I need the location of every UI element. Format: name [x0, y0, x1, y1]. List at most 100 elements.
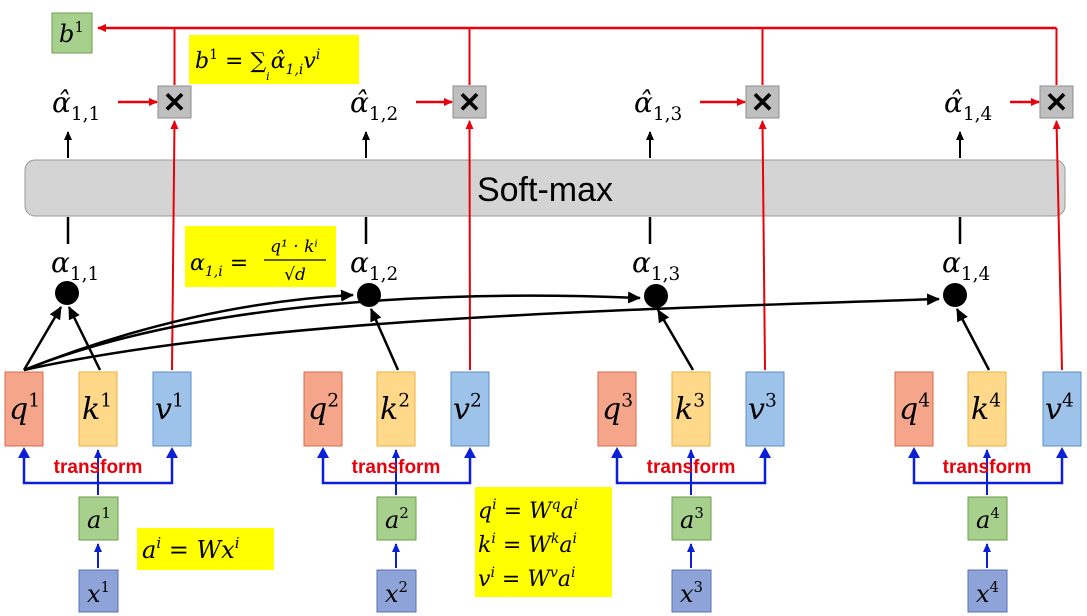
transform-arrow-q-3	[611, 447, 623, 458]
k-label-4: k4	[971, 390, 1001, 427]
multiply-box-2	[452, 85, 487, 119]
alpha-hat-label-3: α̂1,3	[634, 86, 682, 125]
transform-arrow-v-4	[1056, 447, 1068, 458]
transform-bracket-4	[912, 450, 1064, 485]
transform-arrow-q-1	[18, 447, 30, 458]
attention-dot-4	[943, 283, 967, 307]
alpha-label-1: α1,1	[51, 246, 99, 285]
v-label-3: v3	[748, 390, 777, 427]
multiply-box-1	[157, 85, 192, 119]
alpha-label-2: α1,2	[350, 246, 398, 285]
multiply-symbol-2: ✕	[458, 87, 481, 118]
v-box-1	[152, 371, 192, 447]
q-box-4	[894, 371, 934, 447]
transform-arrow-v-3	[759, 447, 771, 458]
x-box-4	[967, 569, 1008, 613]
a-box-3	[671, 496, 712, 541]
multiply-box-3	[745, 85, 780, 119]
k-to-dot-arrow-2	[369, 308, 400, 371]
q-label-1: q1	[9, 390, 40, 427]
q-box-3	[597, 371, 637, 447]
multiply-symbol-3: ✕	[751, 87, 774, 118]
a-label-4: a4	[976, 504, 1000, 534]
v-to-multiply-arrow-4	[1052, 120, 1063, 371]
multiply-symbol-4: ✕	[1045, 87, 1068, 118]
transform-bracket-1	[22, 450, 174, 485]
a-box-2	[376, 496, 417, 541]
q-label-2: q2	[308, 390, 339, 427]
alpha-label-4: α1,4	[942, 246, 990, 285]
q1-to-dot-1-arrow	[22, 306, 63, 371]
group-4: q4 k4 v4 a4 x4 transform α1,4 α̂1,4 ✕	[894, 28, 1082, 613]
k-box-4	[967, 371, 1007, 447]
attention-dot-2	[357, 283, 381, 307]
v-box-4	[1042, 371, 1082, 447]
alpha-formula-denominator: √d	[284, 265, 306, 285]
alpha-hat-label-1: α̂1,1	[52, 86, 100, 125]
v-box-3	[745, 371, 785, 447]
x-box-1	[78, 569, 119, 613]
x-label-2: x2	[385, 578, 408, 608]
a-label-1: a1	[87, 504, 111, 534]
v-label-1: v1	[155, 390, 184, 427]
transform-label-1: transform	[54, 457, 143, 478]
q-formula: qi = Wqai	[478, 497, 578, 524]
multiply-symbol-1: ✕	[163, 87, 186, 118]
v-label-4: v4	[1045, 390, 1074, 427]
a-formula-highlight	[137, 528, 274, 570]
x-box-2	[376, 569, 417, 613]
qkv-formula-highlight	[475, 487, 612, 597]
softmax-label: Soft-max	[477, 171, 613, 209]
transform-bracket-3	[615, 450, 767, 485]
v-to-multiply-arrow-1	[170, 120, 179, 371]
alpha-hat-label-2: α̂1,2	[350, 86, 398, 125]
a-box-4	[967, 496, 1008, 541]
transform-arrow-q-2	[317, 447, 329, 458]
v-formula: vi = Wvai	[478, 565, 576, 592]
k-to-dot-arrow-3	[656, 309, 695, 371]
transform-arrow-q-4	[908, 447, 920, 458]
transform-arrow-v-2	[464, 447, 476, 458]
multiply-box-4	[1039, 85, 1074, 119]
a-box-1	[78, 496, 119, 541]
transform-arrow-v-1	[166, 447, 178, 458]
transform-bracket-2	[321, 450, 472, 485]
k-to-dot-arrow-4	[955, 308, 991, 371]
alpha-hat-label-4: α̂1,4	[944, 86, 992, 125]
output-box	[51, 12, 93, 54]
a-formula: ai = Wxi	[142, 534, 240, 564]
a-label-3: a3	[680, 504, 704, 534]
k-label-3: k3	[675, 390, 705, 427]
v-box-2	[450, 371, 490, 447]
alpha-formula-highlight	[185, 226, 336, 287]
attention-dot-3	[644, 284, 668, 308]
k-formula: ki = Wkai	[478, 531, 577, 558]
b-sum-formula: b1 = ∑iα̂1,ivi	[195, 47, 320, 83]
q-box-2	[303, 371, 343, 447]
q1-to-dot-4-arrow	[23, 293, 940, 372]
x-box-3	[671, 569, 712, 613]
k-to-dot-arrow-1	[67, 306, 102, 371]
q-label-4: q4	[899, 390, 930, 427]
q-box-1	[4, 371, 44, 447]
softmax-bar	[24, 159, 1066, 217]
v-to-multiply-arrow-2	[465, 120, 474, 371]
v-to-multiply-arrow-3	[758, 120, 767, 371]
alpha-formula-lhs: α1,i =	[190, 251, 248, 280]
q-label-3: q3	[602, 390, 633, 427]
k-box-1	[78, 371, 118, 447]
x-label-3: x3	[680, 578, 703, 608]
output-label: b1	[59, 18, 84, 48]
k-label-2: k2	[380, 390, 410, 427]
k-box-3	[671, 371, 711, 447]
k-label-1: k1	[82, 390, 112, 427]
x-label-4: x4	[976, 578, 999, 608]
a-label-2: a2	[385, 504, 409, 534]
v-label-2: v2	[453, 390, 482, 427]
transform-label-4: transform	[943, 457, 1032, 478]
attention-dot-1	[55, 281, 79, 305]
